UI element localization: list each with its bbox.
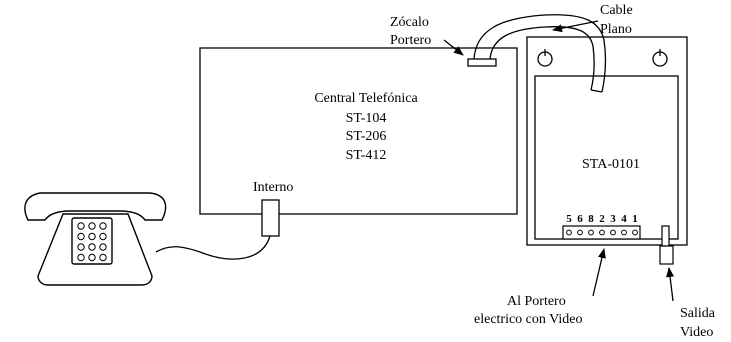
central-title: Central Telefónica bbox=[314, 91, 418, 106]
zocalo-label-line2: Portero bbox=[390, 33, 431, 48]
mounting-hole-left bbox=[537, 49, 553, 67]
flat-cable bbox=[473, 14, 607, 93]
telephone-icon bbox=[24, 192, 167, 286]
phone-key bbox=[88, 253, 96, 262]
terminal-number: 1 bbox=[632, 213, 638, 225]
terminal-screw bbox=[632, 229, 638, 236]
terminal-number: 8 bbox=[588, 213, 594, 225]
cable-label-line1: Cable bbox=[600, 3, 633, 18]
central-model-3: ST-412 bbox=[346, 148, 387, 163]
video-output-connector-top bbox=[661, 225, 670, 247]
phone-key bbox=[77, 243, 85, 251]
terminal-screw bbox=[566, 229, 572, 236]
phone-key bbox=[88, 232, 96, 241]
interno-connector bbox=[261, 199, 280, 237]
zocalo-label-line1: Zócalo bbox=[390, 15, 429, 30]
module-name: STA-0101 bbox=[582, 157, 640, 172]
phone-key bbox=[88, 243, 96, 251]
sta-0101-module-outer bbox=[526, 36, 688, 246]
mounting-hole-right bbox=[652, 49, 668, 67]
salida-label-line1: Salida bbox=[680, 306, 716, 321]
terminal-screw bbox=[577, 229, 583, 236]
terminal-screws bbox=[566, 229, 638, 236]
phone-key bbox=[99, 232, 107, 241]
central-model-2: ST-206 bbox=[346, 129, 387, 144]
terminal-number: 2 bbox=[599, 213, 605, 225]
cable-label-line2: Plano bbox=[600, 22, 632, 37]
portero-pointer-arrow bbox=[592, 248, 606, 297]
interno-label: Interno bbox=[253, 180, 293, 195]
salida-pointer-arrow bbox=[666, 267, 675, 302]
terminal-screw bbox=[621, 229, 627, 236]
phone-key bbox=[88, 222, 96, 230]
terminal-number: 5 bbox=[566, 213, 572, 225]
phone-key bbox=[99, 243, 107, 251]
phone-key bbox=[77, 222, 85, 230]
central-model-1: ST-104 bbox=[346, 111, 387, 126]
terminal-screw bbox=[599, 229, 605, 236]
cable-pointer-arrow bbox=[552, 20, 599, 33]
terminal-number: 6 bbox=[577, 213, 583, 225]
terminal-number: 3 bbox=[610, 213, 616, 225]
zocalo-pointer-arrow bbox=[443, 39, 464, 56]
phone-key bbox=[77, 253, 85, 262]
phone-keypad bbox=[77, 222, 107, 262]
phone-key bbox=[77, 232, 85, 241]
phone-key bbox=[99, 253, 107, 262]
phone-cord bbox=[155, 235, 271, 260]
phone-key bbox=[99, 222, 107, 230]
central-telefonica-box bbox=[199, 47, 518, 215]
terminal-number: 4 bbox=[621, 213, 627, 225]
terminal-screw bbox=[610, 229, 616, 236]
portero-label-line2: electrico con Video bbox=[474, 312, 583, 327]
portero-label-line1: Al Portero bbox=[507, 294, 566, 309]
salida-label-line2: Video bbox=[680, 325, 713, 340]
video-output-connector-jack bbox=[659, 245, 674, 265]
terminal-screw bbox=[588, 229, 594, 236]
zocalo-portero-connector bbox=[467, 58, 497, 67]
